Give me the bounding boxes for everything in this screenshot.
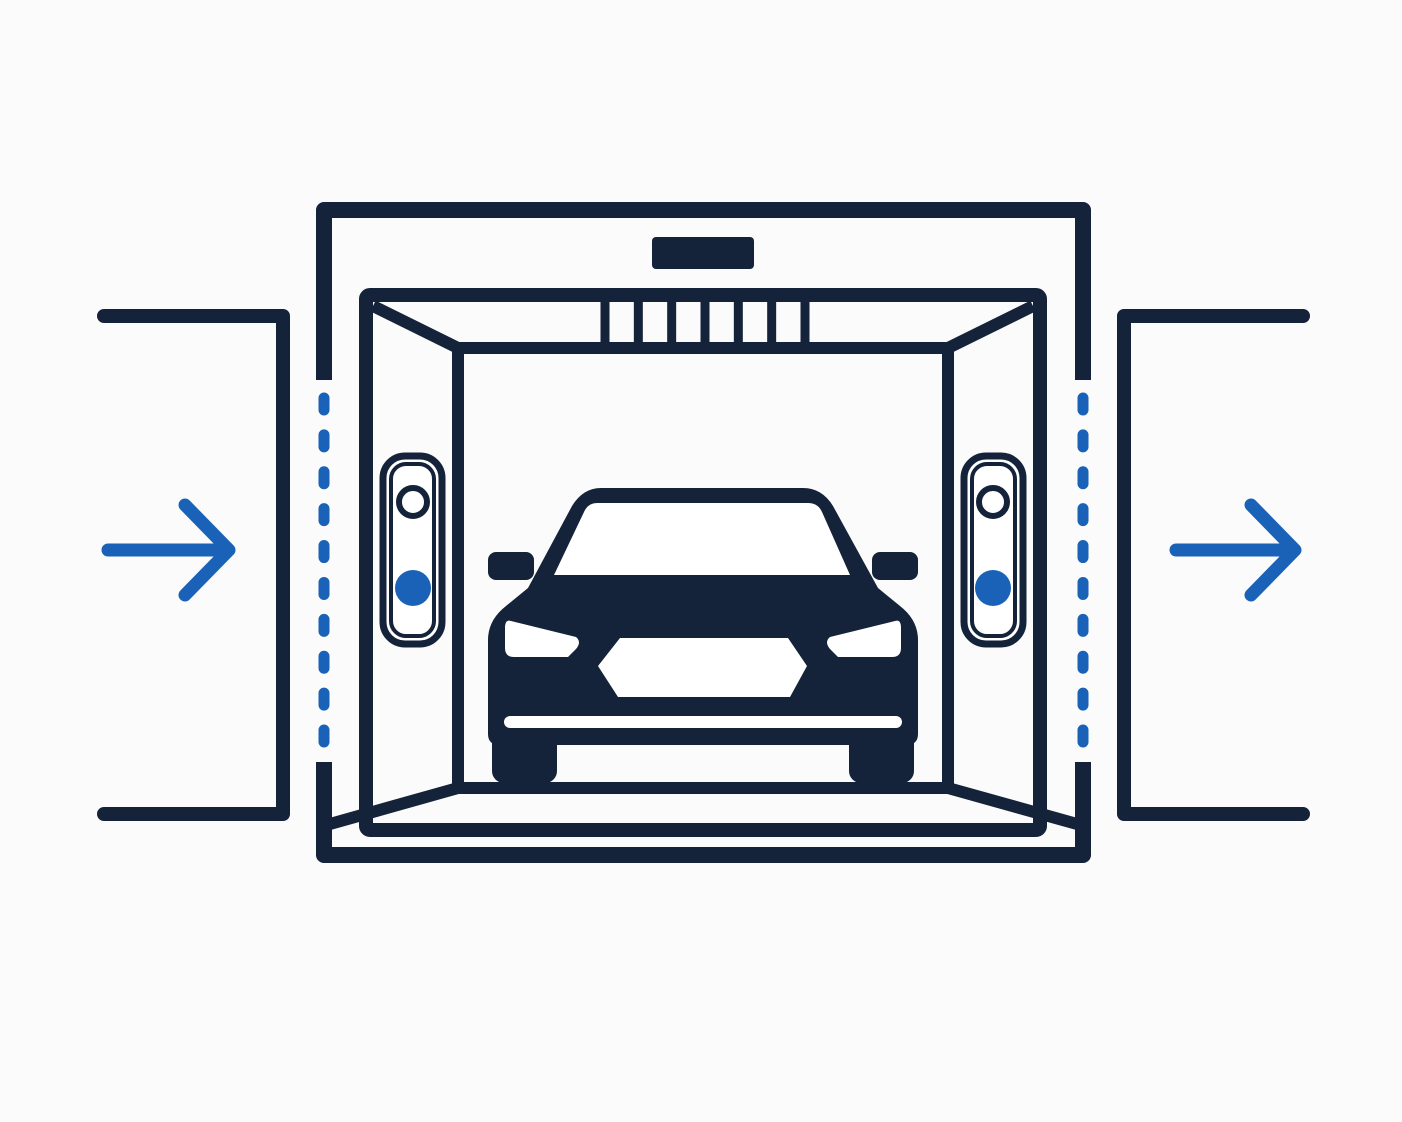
- car-windshield: [554, 503, 850, 575]
- spray-booth-icon: [316, 202, 1091, 863]
- light-panel-inner: [970, 462, 1017, 638]
- entry-arrow-head: [178, 498, 236, 602]
- arrow-right-icon: [101, 498, 236, 602]
- car-bumper-strip: [504, 716, 902, 728]
- booth-outer-bottom: [316, 762, 1091, 863]
- perspective-bottom-right: [946, 782, 1079, 830]
- chamber-frame: [359, 288, 1047, 837]
- car-mirror-left: [488, 552, 534, 580]
- booth-outer-top: [316, 202, 1091, 380]
- booth-light-panel-icon: [379, 452, 446, 648]
- car-mirror-right: [872, 552, 918, 580]
- vent-frame: [600, 300, 810, 344]
- car-headlight-left: [505, 620, 579, 657]
- perspective-top-left: [370, 300, 461, 354]
- ceiling-vent-icon: [600, 300, 810, 344]
- arrow-right-icon: [1169, 498, 1302, 602]
- entry-tunnel: [97, 309, 290, 821]
- light-indicator-dot: [395, 570, 431, 606]
- light-indicator-dot: [975, 570, 1011, 606]
- perspective-top-right: [945, 300, 1036, 354]
- exit-tunnel-outline: [1117, 309, 1310, 821]
- exit-arrow-head: [1244, 498, 1302, 602]
- light-indicator-ring: [976, 485, 1010, 519]
- light-indicator-ring: [396, 485, 430, 519]
- ceiling-fixture: [652, 237, 754, 269]
- exit-tunnel: [1117, 309, 1310, 821]
- perspective-bottom-left: [328, 782, 460, 830]
- light-panel-inner: [389, 462, 436, 638]
- chamber-back-wall: [452, 342, 954, 794]
- booth-light-panel-icon: [960, 452, 1027, 648]
- booth-chamber: [328, 288, 1079, 837]
- entry-tunnel-outline: [97, 309, 290, 821]
- car-grille: [598, 638, 807, 697]
- car-front-icon: [488, 488, 918, 783]
- car-headlight-right: [827, 620, 901, 657]
